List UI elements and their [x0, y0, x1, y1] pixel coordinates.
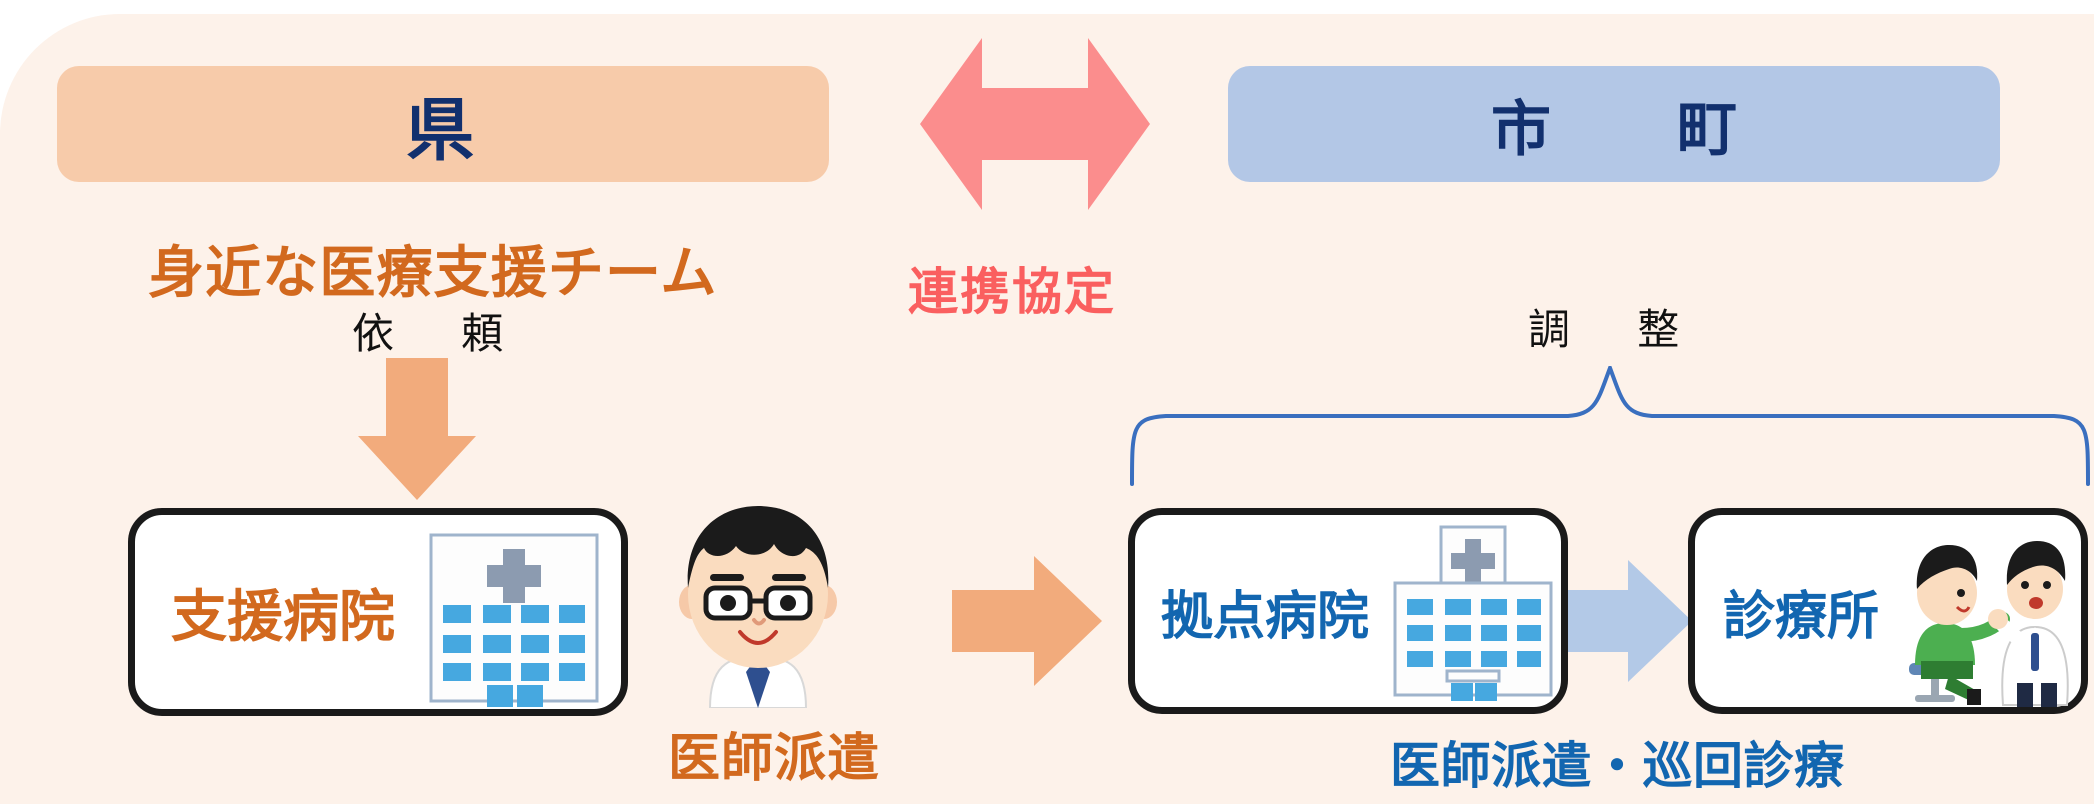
- prefecture-label: 県: [406, 92, 480, 169]
- right-arrow-orange-icon: [952, 556, 1102, 686]
- support-hospital-box[interactable]: 支援病院: [128, 508, 628, 716]
- coordination-brace-icon: [1130, 366, 2090, 486]
- coordination-label: 調 整: [1528, 306, 1692, 353]
- doctor-patient-consultation-icon: [1909, 541, 2069, 707]
- clinic-label: 診療所: [1723, 587, 1880, 646]
- request-label: 依 頼: [352, 310, 516, 357]
- hospital-building-icon: [429, 533, 599, 707]
- municipality-label: 市 町: [1491, 95, 1770, 163]
- base-hospital-box[interactable]: 拠点病院: [1128, 508, 1568, 714]
- doctor-dispatch-visit-label: 医師派遣・巡回診療: [1390, 738, 1845, 794]
- right-arrow-blue-icon: [1552, 560, 1692, 682]
- clinic-box[interactable]: 診療所: [1688, 508, 2088, 714]
- down-arrow-icon: [358, 358, 476, 500]
- hospital-building-icon: [1393, 525, 1553, 701]
- prefecture-header-pill: 県: [57, 66, 829, 182]
- base-hospital-label: 拠点病院: [1161, 587, 1370, 646]
- doctor-portrait-icon: [679, 506, 837, 708]
- support-hospital-label: 支援病院: [171, 584, 395, 648]
- cooperation-agreement-label: 連携協定: [908, 264, 1116, 320]
- support-team-label: 身近な医療支援チーム: [148, 241, 718, 304]
- bidirectional-arrow-icon: [920, 38, 1150, 210]
- municipality-header-pill: 市 町: [1228, 66, 2000, 182]
- doctor-dispatch-label: 医師派遣: [668, 730, 881, 788]
